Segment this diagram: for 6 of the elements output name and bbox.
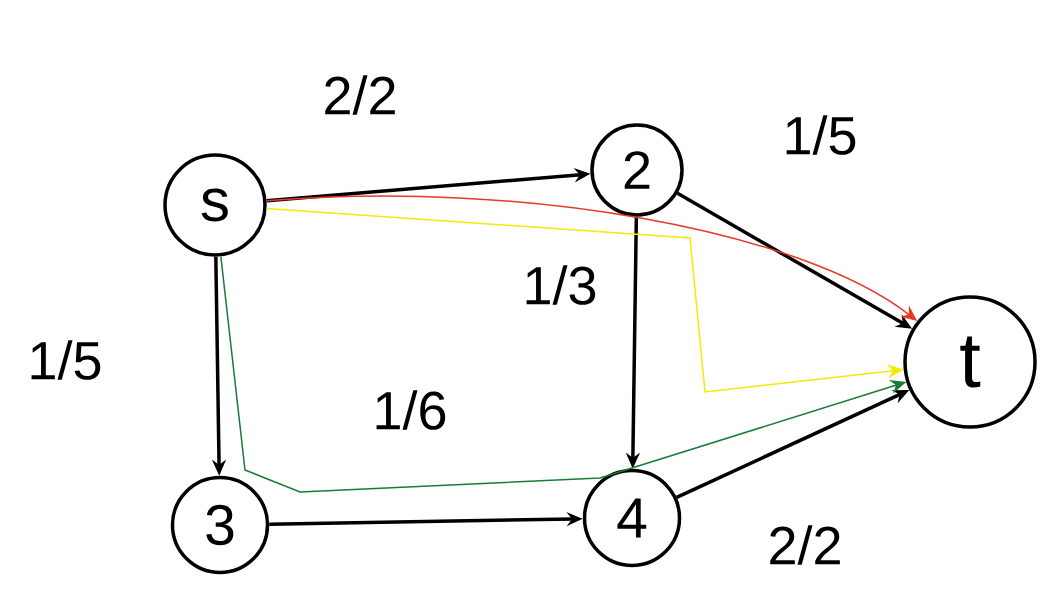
edge-label: 1/6 — [370, 388, 450, 432]
edge-label: 1/5 — [25, 338, 105, 382]
edge-label: 1/3 — [520, 263, 600, 307]
edge-label: 1/5 — [780, 113, 860, 157]
edge-label: 2/2 — [320, 73, 400, 117]
edge-label: 2/2 — [765, 523, 845, 567]
